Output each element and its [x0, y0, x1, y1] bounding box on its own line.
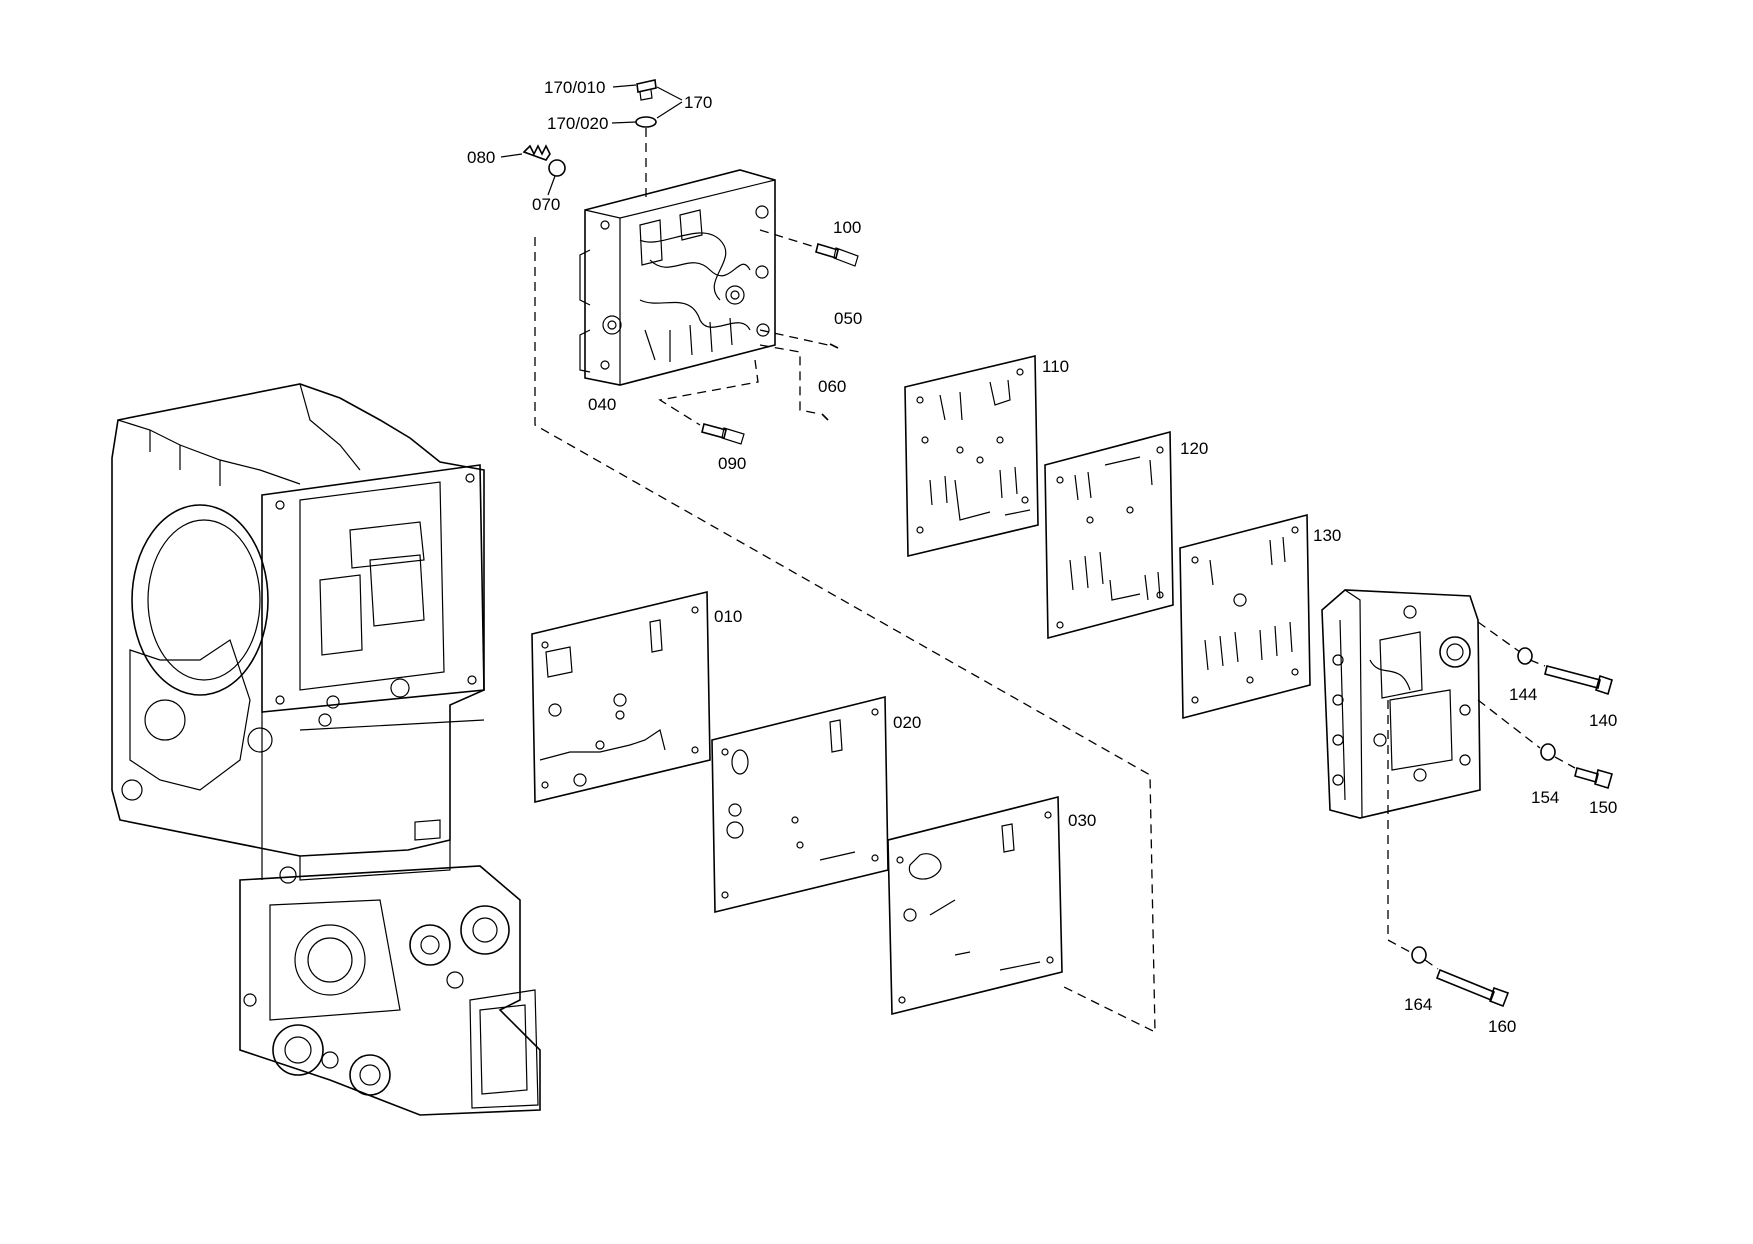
callout-120: 120: [1180, 439, 1209, 458]
assembly-lines: [534, 128, 1576, 1034]
plate-020: [711, 695, 889, 914]
plate-130: [1179, 513, 1311, 720]
transmission-housing: [111, 383, 541, 1116]
callout-140: 140: [1589, 711, 1618, 730]
plate-120: [1044, 430, 1174, 640]
callout-130: 130: [1313, 526, 1342, 545]
callout-050: 050: [834, 309, 863, 328]
part-164-washer: [1411, 946, 1427, 964]
callout-010: 010: [714, 607, 743, 626]
callout-090: 090: [718, 454, 747, 473]
callout-170: 170: [684, 93, 713, 112]
callout-020: 020: [893, 713, 922, 732]
part-150-bolt: [1574, 767, 1613, 790]
part-080-spring: [522, 144, 551, 161]
part-144-washer: [1517, 647, 1533, 665]
plate-010: [531, 590, 711, 804]
callout-100: 100: [833, 218, 862, 237]
part-140-bolt: [1544, 665, 1613, 696]
callout-164: 164: [1404, 995, 1433, 1014]
valve-body-040: [579, 169, 776, 386]
callout-170-010: 170/010: [544, 78, 606, 97]
plate-110: [904, 354, 1039, 558]
part-100-screw: [815, 242, 859, 267]
part-070-ball: [548, 159, 566, 177]
part-160-bolt: [1435, 968, 1510, 1008]
callout-170-020: 170/020: [547, 114, 609, 133]
callout-144: 144: [1509, 685, 1538, 704]
callout-150: 150: [1589, 798, 1618, 817]
valve-body-right: [1321, 589, 1481, 819]
callout-154: 154: [1531, 788, 1560, 807]
part-170-020-seal: [635, 116, 657, 128]
callout-060: 060: [818, 377, 847, 396]
part-060-pin: [821, 413, 829, 421]
plate-030: [887, 795, 1063, 1016]
part-050-pin: [829, 343, 839, 349]
part-170-010-screw: [636, 79, 657, 101]
part-090-screw: [701, 423, 745, 445]
callout-040: 040: [588, 395, 617, 414]
callout-160: 160: [1488, 1017, 1517, 1036]
callout-110: 110: [1042, 357, 1070, 376]
callout-030: 030: [1068, 811, 1097, 830]
leader-lines: [500, 84, 683, 196]
part-154-washer: [1540, 743, 1556, 761]
callout-070: 070: [532, 195, 561, 214]
callout-080: 080: [467, 148, 496, 167]
